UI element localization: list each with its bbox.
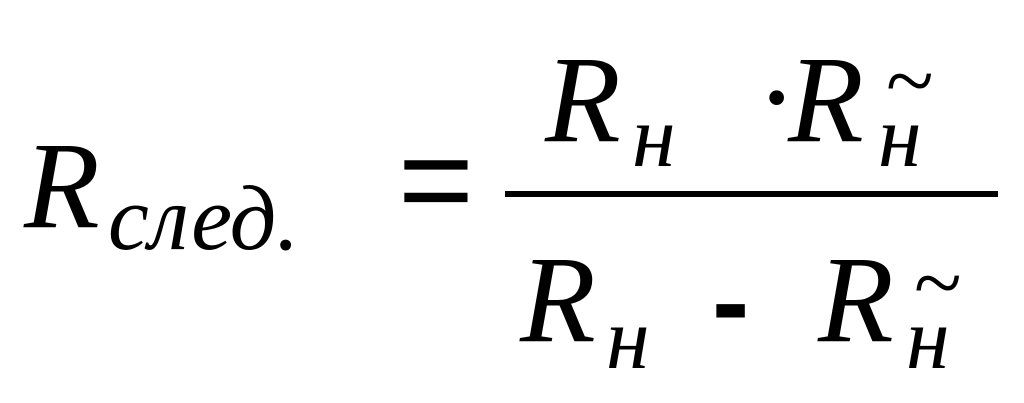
denominator-term2-subscript: н xyxy=(906,291,950,388)
denominator-term1-symbol: R xyxy=(520,231,596,368)
numerator-term2-accent: ~ xyxy=(886,33,934,130)
lhs-symbol: R xyxy=(24,117,100,254)
fraction-bar xyxy=(505,191,998,197)
denominator-term2-accent: ~ xyxy=(914,235,962,332)
numerator-term2-subscript: н xyxy=(878,89,922,186)
denominator-operator: - xyxy=(712,239,750,364)
numerator-term1-subscript: н xyxy=(632,89,676,186)
equals-sign: = xyxy=(398,106,474,252)
numerator-term1-symbol: R xyxy=(545,31,621,168)
denominator-term1-subscript: н xyxy=(606,291,650,388)
denominator-term2-symbol: R xyxy=(818,231,894,368)
lhs-subscript: след. xyxy=(108,167,300,269)
numerator-operator: · xyxy=(756,29,798,166)
numerator-term2-symbol: R xyxy=(788,31,864,168)
